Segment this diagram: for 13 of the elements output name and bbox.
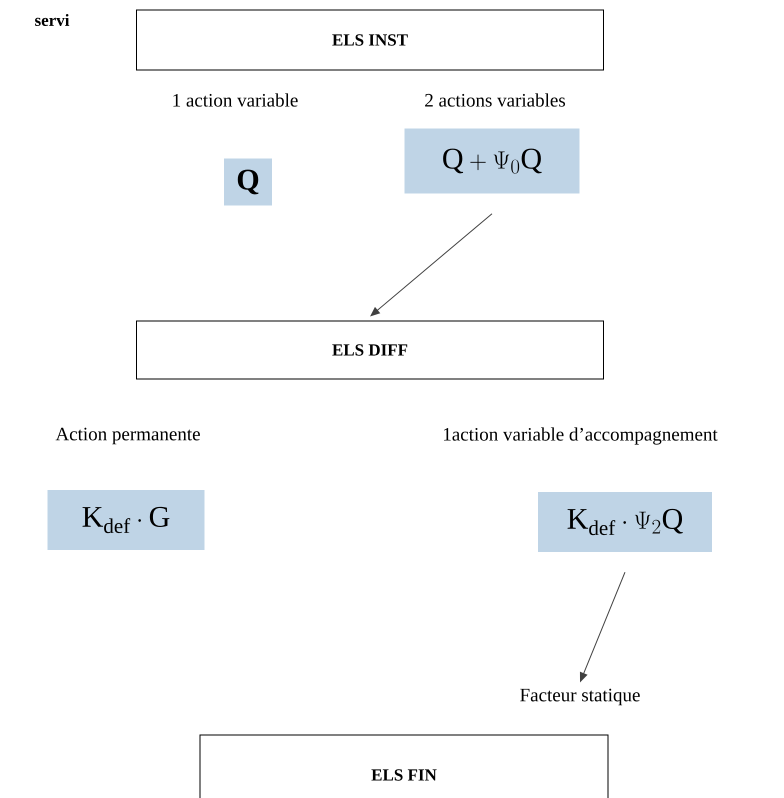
factor-label: Facteur statique (520, 688, 640, 706)
heading-label: Action permanente (56, 428, 200, 444)
stage-box: ELS INST (136, 10, 604, 70)
side-label: servi (35, 14, 70, 26)
formula-box: $\mathbf{Q}$ (224, 158, 272, 206)
heading-label: 1action variable d’accompagnement (444, 427, 718, 445)
formula-box: $\mathrm{Q} + \Psi_0 \mathrm{Q}$ (404, 128, 580, 194)
stage-box: ELS DIFF (136, 320, 604, 380)
stage-box: ELS FIN (200, 734, 608, 798)
formula-box: $\mathrm{K}_{\mathrm{def}} \cdot \mathrm{G}$ (48, 490, 204, 550)
heading-label: 1 action variable (173, 93, 298, 107)
formula-box: $\mathrm{K}_{\mathrm{def}} \cdot \Psi_2 \mathrm{Q}$ (538, 492, 712, 552)
heading-label: 2 actions variables (425, 93, 566, 107)
